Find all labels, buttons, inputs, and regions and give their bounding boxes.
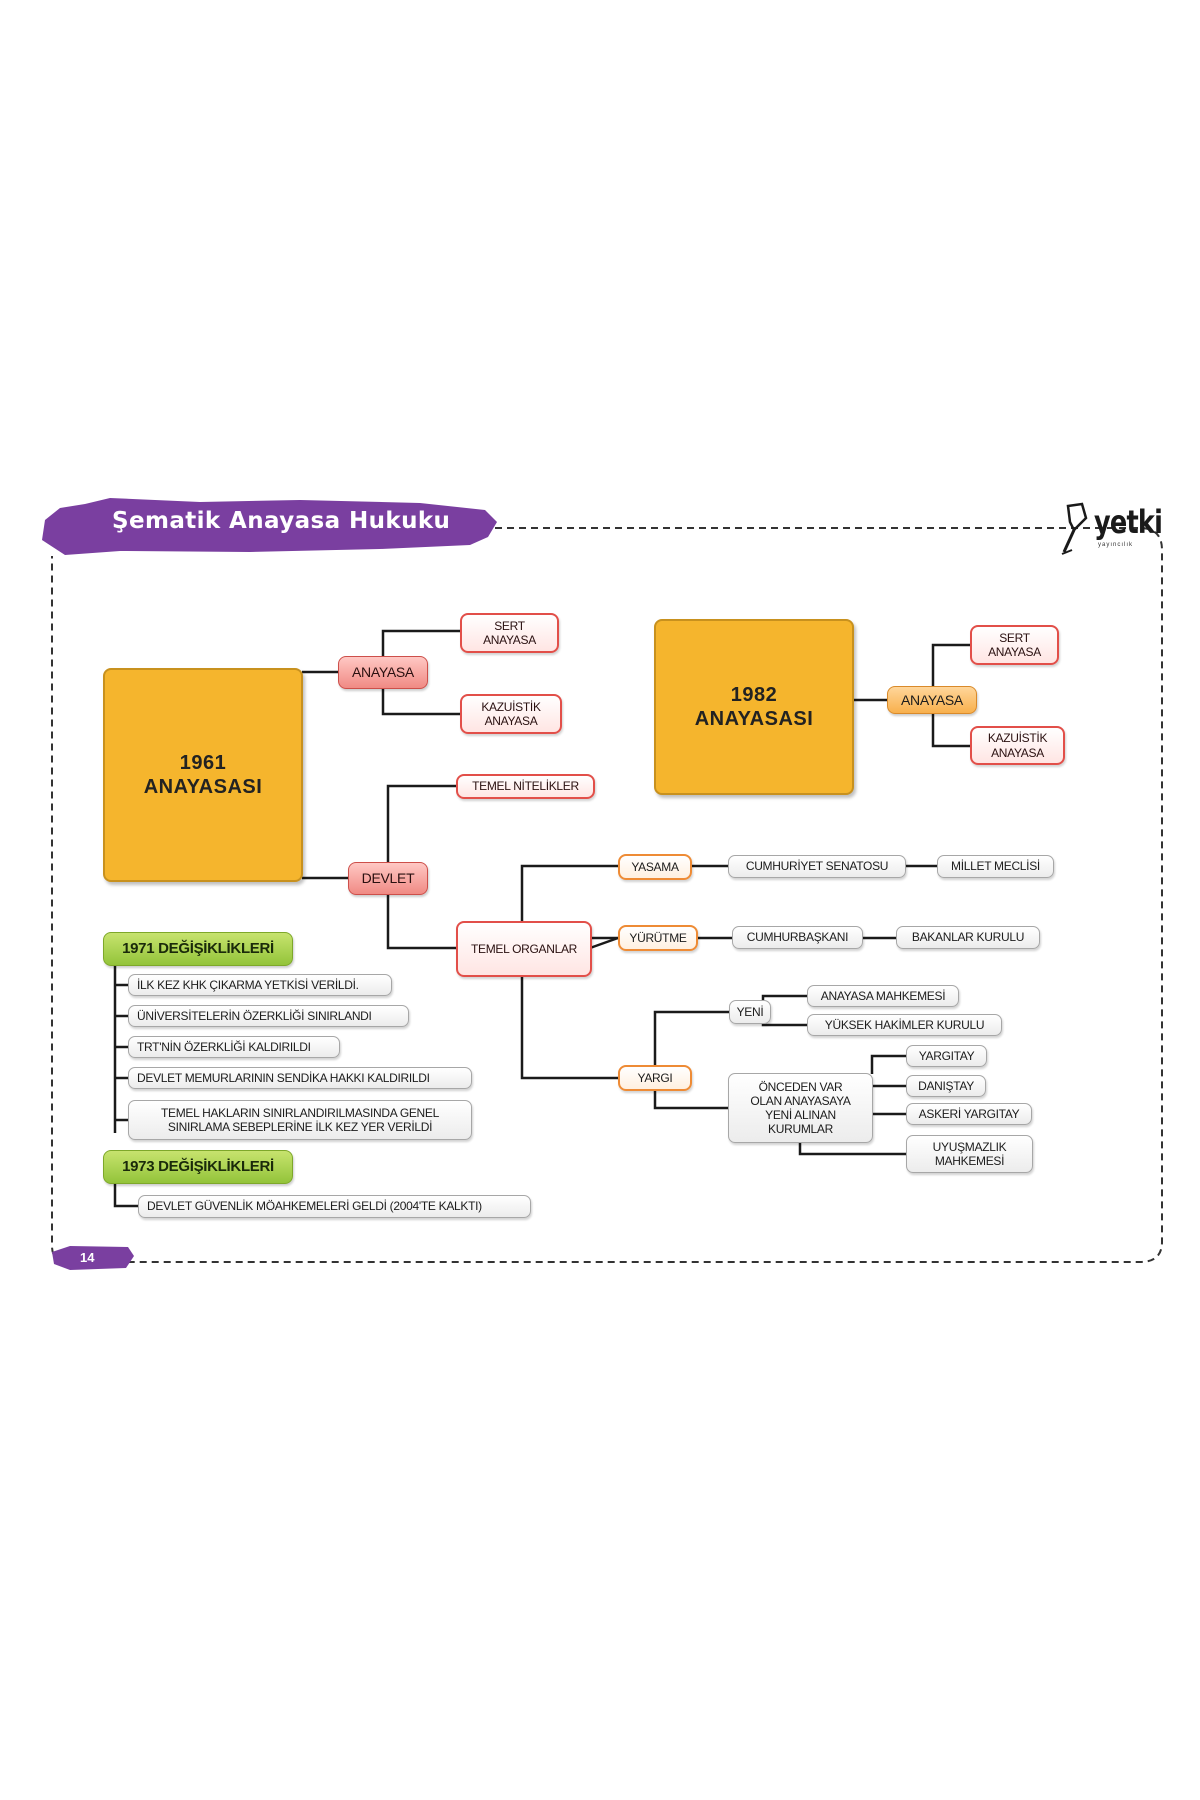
page-title: Şematik Anayasa Hukuku [112,508,451,534]
node-uyusmazlik-mahkemesi: UYUŞMAZLIK MAHKEMESİ [906,1135,1033,1173]
box-1982-anayasasi: 1982 ANAYASASI [654,619,854,795]
node-yargitay: YARGITAY [906,1045,987,1067]
brand-logo: yetki [1094,503,1163,541]
node-yasama: YASAMA [618,854,692,880]
node-1961-sert-anayasa: SERT ANAYASA [460,613,559,653]
node-1982-kazuistik-anayasa: KAZUİSTİK ANAYASA [970,726,1065,765]
node-danistay: DANIŞTAY [906,1075,986,1097]
node-devlet: DEVLET [348,862,428,895]
node-millet-meclisi: MİLLET MECLİSİ [937,855,1054,878]
node-temel-nitelikler: TEMEL NİTELİKLER [456,774,595,799]
node-yeni: YENİ [729,1000,771,1024]
label-1973-degisiklikleri: 1973 DEĞİŞİKLİKLERİ [103,1150,293,1184]
node-1961-kazuistik-anayasa: KAZUİSTİK ANAYASA [460,694,562,734]
box-1961-anayasasi: 1961 ANAYASASI [103,668,303,882]
node-1961-anayasa: ANAYASA [338,656,428,689]
brand-subtitle: yayıncılık [1098,542,1134,548]
node-yurutme: YÜRÜTME [618,925,698,951]
change-1971-item: ÜNİVERSİTELERİN ÖZERKLİĞİ SINIRLANDI [128,1005,409,1027]
change-1973-item: DEVLET GÜVENLİK MÖAHKEMELERİ GELDİ (2004… [138,1195,531,1218]
node-anayasa-mahkemesi: ANAYASA MAHKEMESİ [807,985,959,1007]
change-1971-item: DEVLET MEMURLARININ SENDİKA HAKKI KALDIR… [128,1067,472,1089]
change-1971-item: İLK KEZ KHK ÇIKARMA YETKİSİ VERİLDİ. [128,974,392,996]
change-1971-item: TEMEL HAKLARIN SINIRLANDIRILMASINDA GENE… [128,1100,472,1140]
change-1971-item: TRT'NİN ÖZERKLİĞİ KALDIRILDI [128,1036,340,1058]
node-cumhurbaskani: CUMHURBAŞKANI [732,926,863,949]
node-yuksek-hakimler-kurulu: YÜKSEK HAKİMLER KURULU [807,1014,1002,1036]
node-bakanlar-kurulu: BAKANLAR KURULU [896,926,1040,949]
label-1971-degisiklikleri: 1971 DEĞİŞİKLİKLERİ [103,932,293,966]
node-temel-organlar: TEMEL ORGANLAR [456,921,592,977]
node-onceden-var-kurumlar: ÖNCEDEN VAR OLAN ANAYASAYA YENİ ALINAN K… [728,1073,873,1143]
node-cumhuriyet-senatosu: CUMHURİYET SENATOSU [728,855,906,878]
node-yargi: YARGI [618,1065,692,1091]
page-number: 14 [80,1250,95,1265]
page-number-tab [52,1246,134,1270]
dashed-frame [51,527,1163,1263]
node-1982-sert-anayasa: SERT ANAYASA [970,625,1059,665]
title-banner [42,498,497,555]
node-askeri-yargitay: ASKERİ YARGITAY [906,1103,1032,1125]
pen-icon [1061,502,1088,555]
node-1982-anayasa: ANAYASA [887,686,977,714]
